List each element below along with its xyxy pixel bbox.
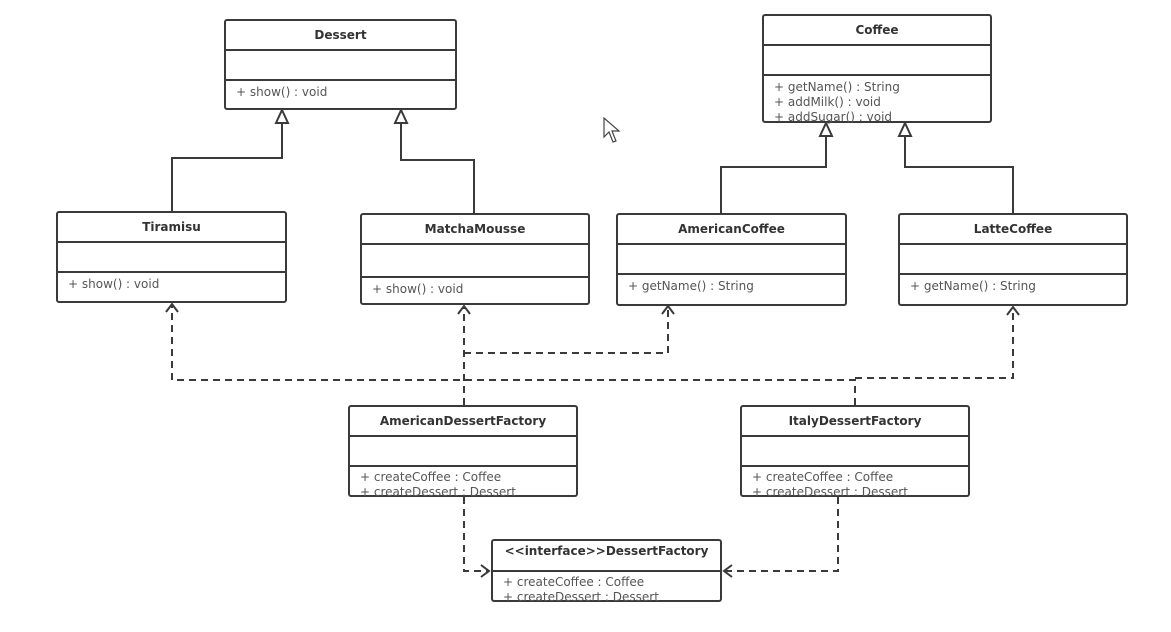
operation: + createCoffee : Coffee — [360, 470, 502, 484]
attributes-section — [618, 245, 845, 275]
operation: + getName() : String — [628, 279, 754, 293]
operations-section: + show() : void — [58, 273, 285, 292]
class-name: Coffee — [764, 16, 990, 46]
dependency-idf-latte[interactable] — [855, 307, 1014, 379]
operation: + getName() : String — [774, 80, 900, 94]
attributes-section — [58, 243, 285, 273]
operation: + getName() : String — [910, 279, 1036, 293]
open-arrowheads — [165, 302, 1020, 578]
class-name: Tiramisu — [58, 213, 285, 243]
class-name: AmericanDessertFactory — [350, 407, 576, 437]
operations-section: + getName() : String — [618, 275, 845, 294]
class-dessert[interactable]: Dessert + show() : void — [224, 19, 457, 110]
attributes-section — [764, 46, 990, 76]
class-tiramisu[interactable]: Tiramisu + show() : void — [56, 211, 287, 303]
attributes-section — [226, 51, 455, 81]
operations-section: + createCoffee : Coffee + createDessert … — [350, 467, 576, 496]
dependency-adf-americancoffee[interactable] — [464, 306, 669, 354]
operation: + createDessert : Dessert — [360, 485, 516, 496]
operation: + show() : void — [236, 85, 328, 99]
generalization-americancoffee-coffee[interactable] — [720, 136, 827, 213]
operations-section: + createCoffee : Coffee + createDessert … — [493, 572, 720, 603]
class-name: Dessert — [226, 21, 455, 51]
dependency-idf-tiramisu[interactable] — [171, 304, 856, 405]
generalization-matcha-dessert[interactable] — [400, 122, 475, 213]
generalization-latte-coffee[interactable] — [904, 136, 1014, 213]
class-name: <<interface>>DessertFactory — [493, 541, 720, 572]
operation: + createDessert : Dessert — [503, 590, 659, 603]
operation: + addSugar() : void — [774, 110, 893, 124]
class-name: LatteCoffee — [900, 215, 1126, 245]
attributes-section — [900, 245, 1126, 275]
generalization-tiramisu-dessert[interactable] — [171, 122, 283, 211]
class-italydessertfactory[interactable]: ItalyDessertFactory + createCoffee : Cof… — [740, 405, 970, 497]
operations-section: + createCoffee : Coffee + createDessert … — [742, 467, 968, 496]
operation: + addMilk() : void — [774, 95, 881, 109]
class-name: MatchaMousse — [362, 215, 588, 245]
class-coffee[interactable]: Coffee + getName() : String + addMilk() … — [762, 14, 992, 124]
realization-idf-interface[interactable] — [724, 497, 839, 572]
operations-section: + getName() : String — [900, 275, 1126, 294]
operations-section: + show() : void — [226, 81, 455, 100]
attributes-section — [350, 437, 576, 467]
interface-dessertfactory[interactable]: <<interface>>DessertFactory + createCoff… — [491, 539, 722, 603]
operation: + createDessert : Dessert — [752, 485, 908, 496]
operation: + show() : void — [372, 282, 464, 296]
class-americandessertfactory[interactable]: AmericanDessertFactory + createCoffee : … — [348, 405, 578, 497]
operations-section: + show() : void — [362, 278, 588, 297]
operations-section: + getName() : String + addMilk() : void … — [764, 76, 990, 124]
operation: + createCoffee : Coffee — [503, 575, 645, 589]
generalization-arrowhead — [274, 107, 290, 124]
operation: + createCoffee : Coffee — [752, 470, 894, 484]
generalization-arrowhead — [818, 120, 834, 137]
operation: + show() : void — [68, 277, 160, 291]
class-americancoffee[interactable]: AmericanCoffee + getName() : String — [616, 213, 847, 306]
realization-adf-interface[interactable] — [463, 497, 489, 572]
mouse-pointer-icon — [603, 117, 621, 143]
attributes-section — [362, 245, 588, 278]
class-name: AmericanCoffee — [618, 215, 845, 245]
class-matchamousse[interactable]: MatchaMousse + show() : void — [360, 213, 590, 305]
generalization-arrowhead — [393, 107, 409, 124]
class-name: ItalyDessertFactory — [742, 407, 968, 437]
attributes-section — [742, 437, 968, 467]
class-lattecoffee[interactable]: LatteCoffee + getName() : String — [898, 213, 1128, 306]
generalization-arrowhead — [897, 120, 913, 137]
